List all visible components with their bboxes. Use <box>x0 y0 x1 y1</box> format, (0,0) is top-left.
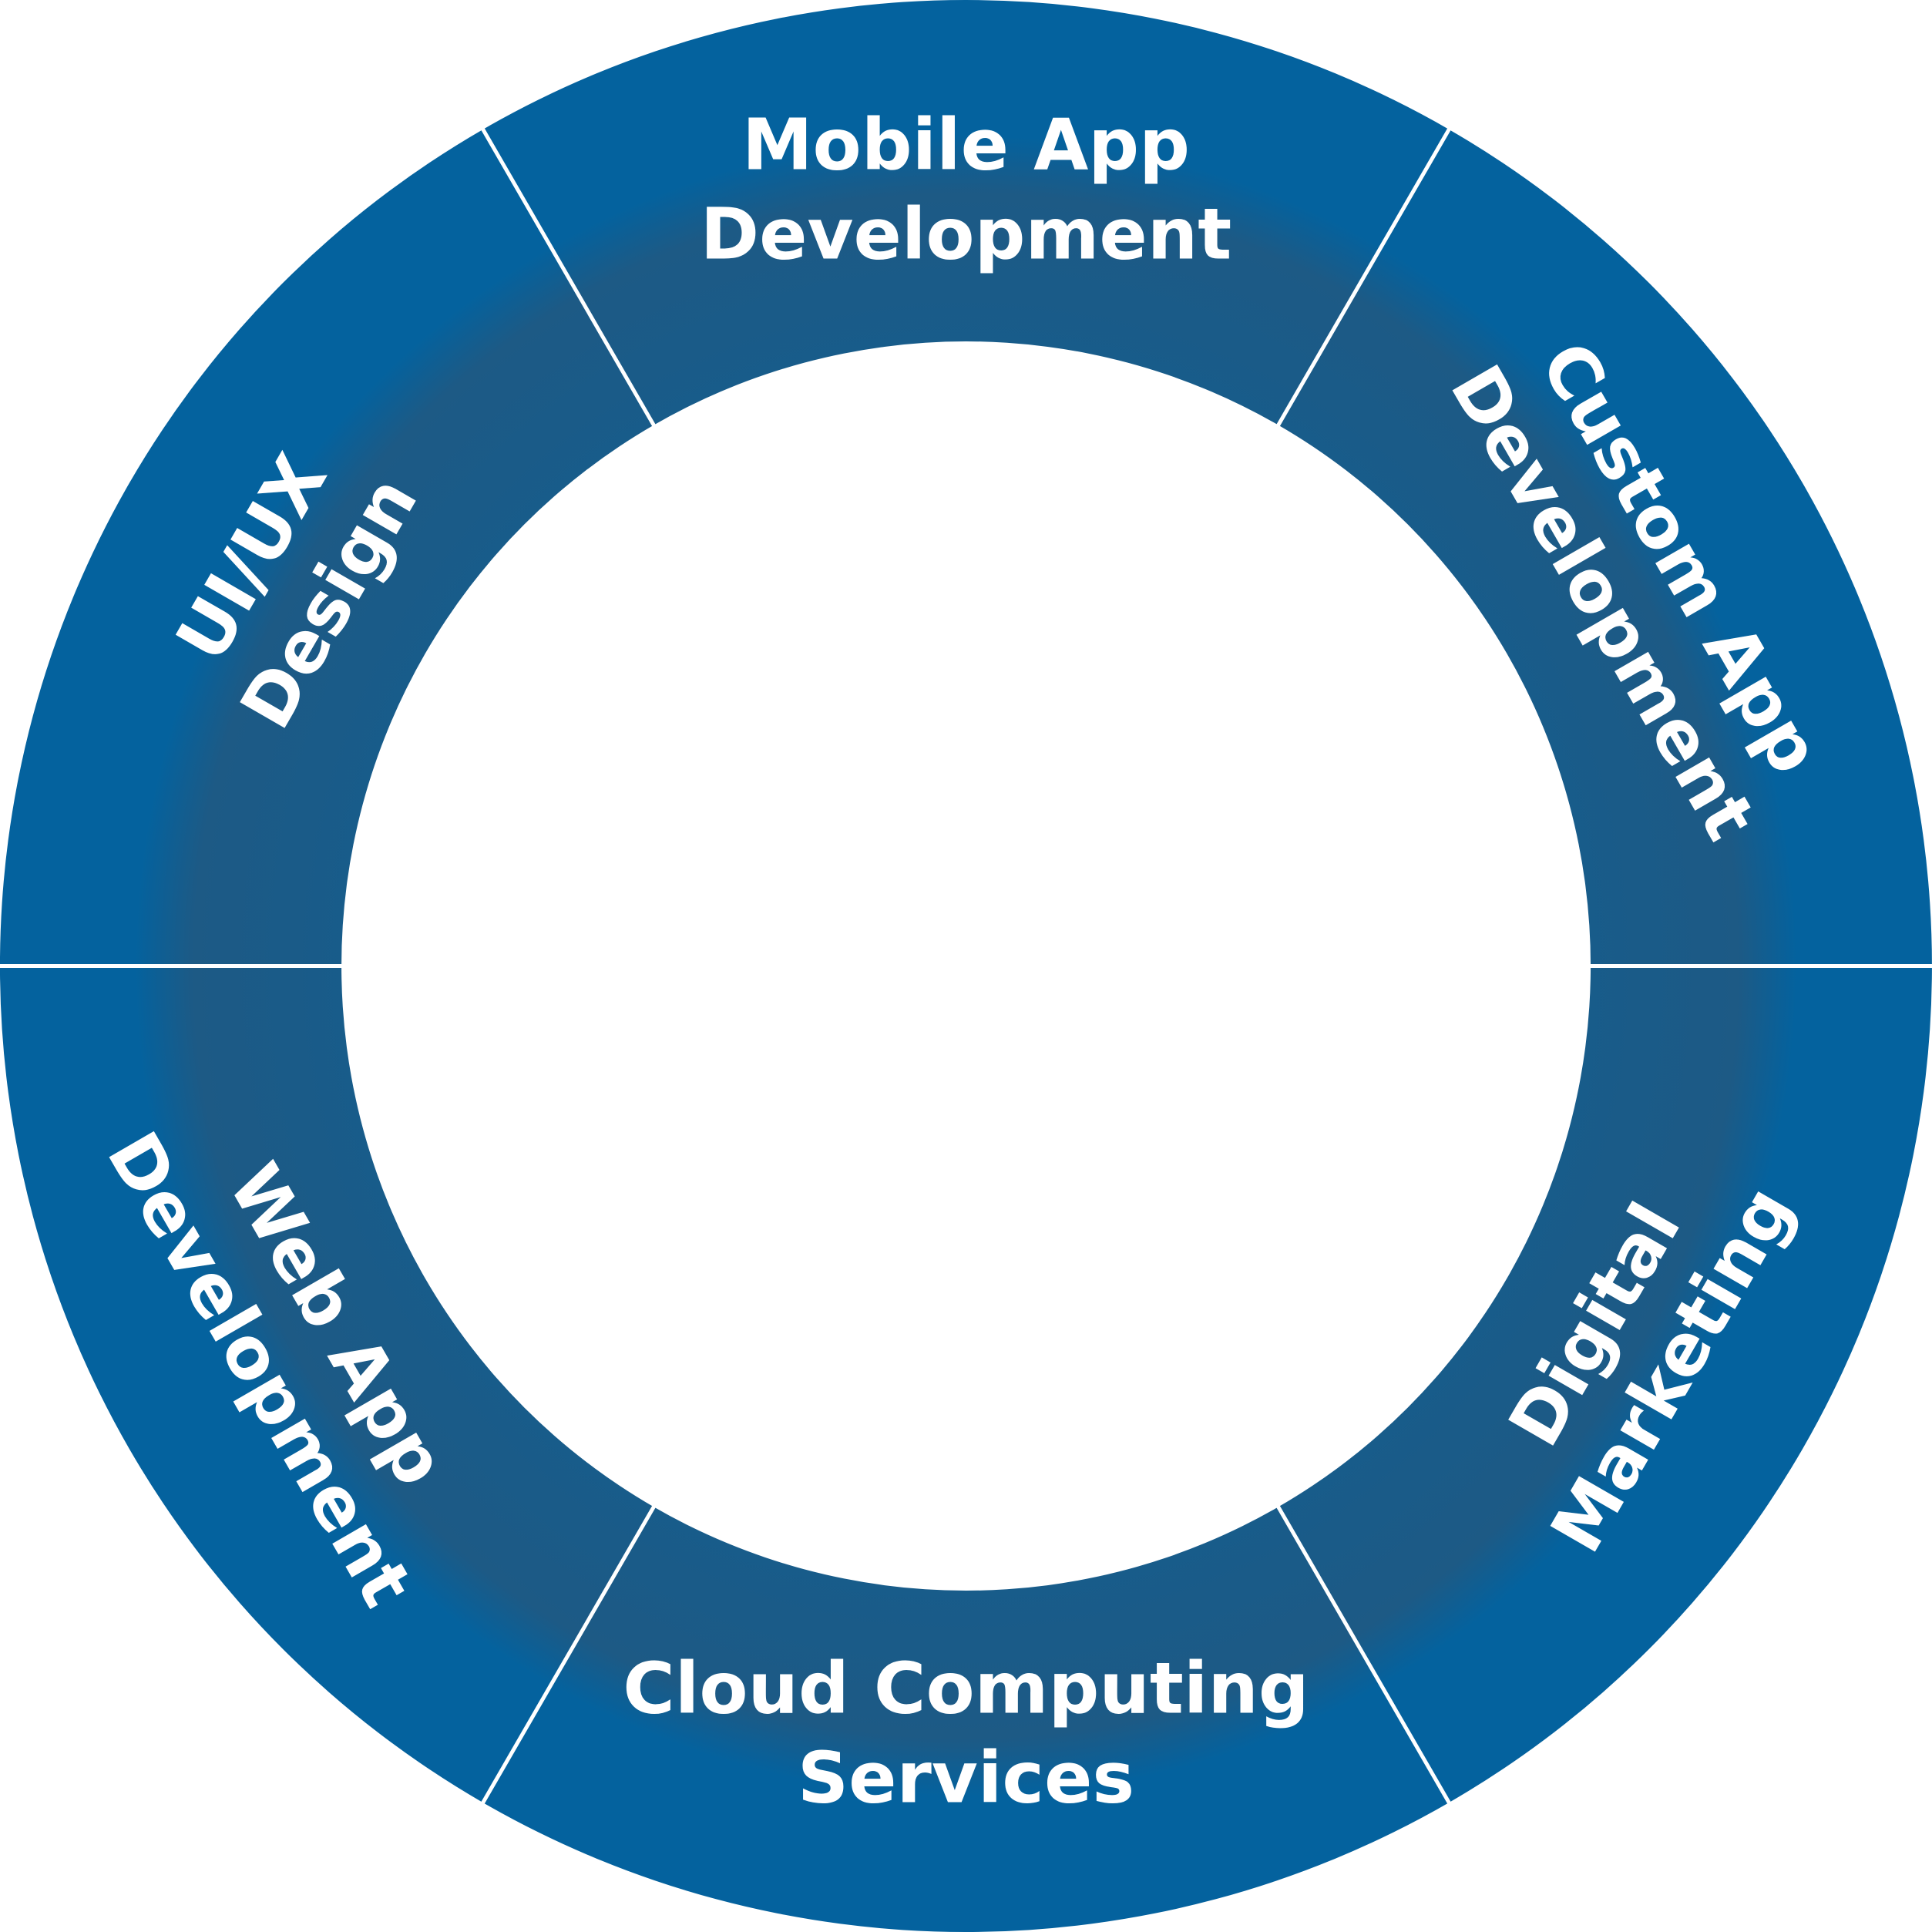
segment-label-cloud-computing-services: Cloud Computing Services <box>623 1647 1309 1819</box>
segment-dividers <box>0 126 1932 1806</box>
segment-divider <box>480 1504 657 1806</box>
segment-label-line-1: Mobile App <box>742 103 1190 186</box>
segment-divider <box>480 126 657 428</box>
segment-label-line-2: Development <box>701 193 1231 275</box>
segment-label-mobile-app-development: Mobile App Development <box>701 103 1231 275</box>
segment-divider <box>1275 126 1452 428</box>
segment-label-line-1: Cloud Computing <box>623 1647 1309 1729</box>
segment-divider <box>1275 1504 1452 1806</box>
segment-label-line-2: Services <box>798 1736 1134 1819</box>
